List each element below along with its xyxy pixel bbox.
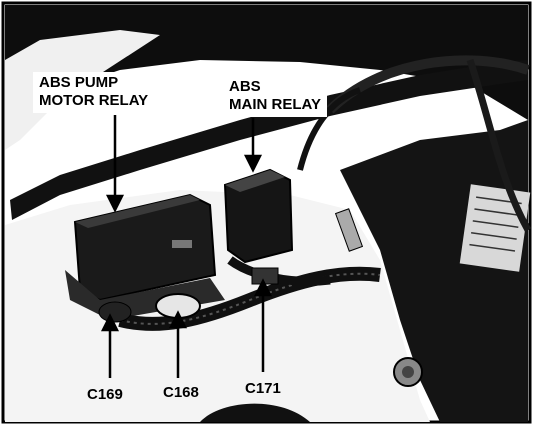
- callout-abs-main-relay-line1: ABS: [229, 78, 261, 95]
- strut-top-shadow: [200, 403, 310, 422]
- module-label-plate: [459, 184, 531, 272]
- bolt: [334, 208, 364, 252]
- hose-right: [466, 58, 532, 232]
- abs-main-relay-top: [225, 170, 285, 192]
- connector-c169-shape: [98, 301, 132, 323]
- callout-abs-pump-motor-relay-line2: MOTOR RELAY: [39, 92, 149, 109]
- label-c171: C171: [245, 380, 281, 397]
- abs-pump-motor-relay-top: [75, 195, 200, 228]
- label-c169: C169: [87, 386, 123, 403]
- hose-clip: [297, 87, 362, 171]
- callout-abs-main-relay-line2: MAIN RELAY: [229, 96, 321, 113]
- callout-abs-main-relay: ABS MAIN RELAY: [223, 76, 327, 117]
- wire-harness-ribs: [119, 272, 381, 325]
- arrow-abs-main-relay: [243, 154, 263, 173]
- rubber-seal-strip: [10, 60, 528, 220]
- relay-part-label: [172, 240, 192, 248]
- arrow-abs-pump-motor-relay: [105, 194, 125, 213]
- callout-abs-pump-motor-relay: ABS PUMP MOTOR RELAY: [33, 72, 155, 113]
- label-c168: C168: [163, 384, 199, 401]
- fender-panel: [5, 30, 160, 150]
- arrow-c169: [100, 313, 120, 332]
- arrow-c171: [253, 278, 273, 297]
- connector-c171-shape: [251, 267, 279, 285]
- arrow-c168: [168, 310, 188, 329]
- strut-nut-center: [402, 366, 414, 378]
- callout-abs-pump-motor-relay-line1: ABS PUMP: [39, 74, 119, 91]
